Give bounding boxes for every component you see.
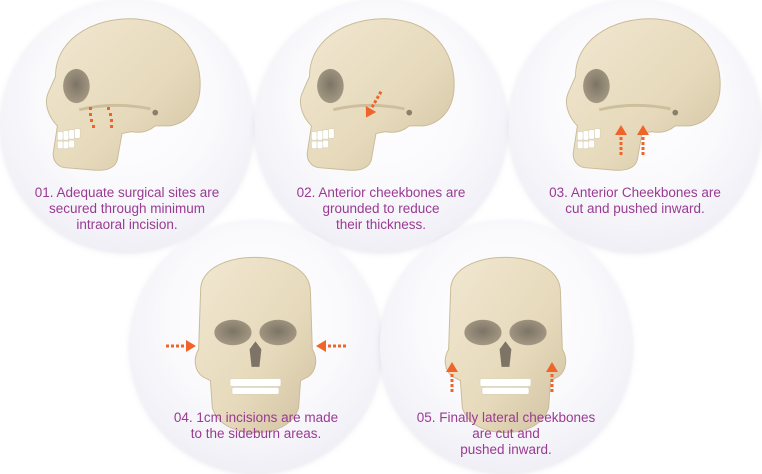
step-1-panel: 01. Adequate surgical sites are secured …	[1, 0, 253, 251]
step-1-caption: 01. Adequate surgical sites are secured …	[34, 185, 220, 232]
step-4-panel: 04. 1cm incisions are made to the sidebu…	[130, 220, 382, 472]
step-3-panel: 03. Anterior Cheekbones are cut and push…	[509, 0, 761, 251]
incision-marker-icon	[89, 107, 113, 128]
step-2-panel: 02. Anterior cheekbones are grounded to …	[255, 0, 507, 251]
step-2-caption: 02. Anterior cheekbones are grounded to …	[296, 185, 466, 232]
step-3-caption: 03. Anterior Cheekbones are cut and push…	[549, 185, 721, 216]
step-5-caption: 05. Finally lateral cheekbones are cut a…	[416, 410, 596, 457]
step-4-caption: 04. 1cm incisions are made to the sidebu…	[173, 410, 339, 441]
left-arrow-icon	[316, 340, 346, 352]
step-5-panel: 05. Finally lateral cheekbones are cut a…	[380, 220, 632, 472]
right-arrow-icon	[166, 340, 196, 352]
side-skull-illustration	[45, 17, 202, 172]
